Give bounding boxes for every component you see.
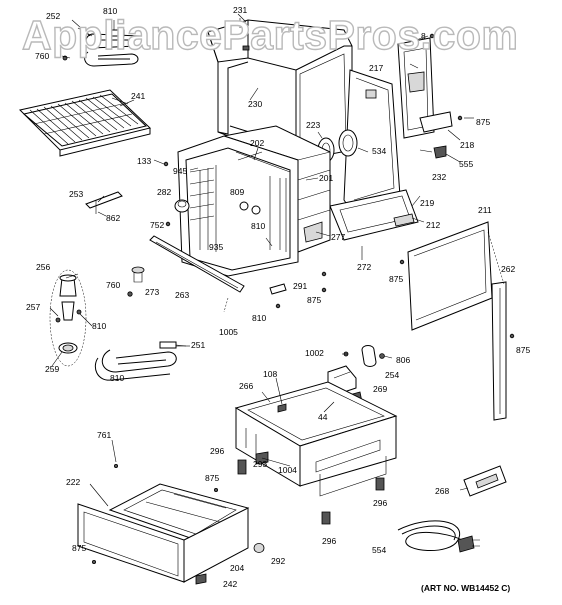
part-label-752: 752: [150, 220, 164, 230]
part-label-266: 266: [239, 381, 253, 391]
part-label-292: 292: [271, 556, 285, 566]
oven-rack-241: [19, 89, 152, 157]
part-label-809: 809: [230, 187, 244, 197]
part-label-259: 259: [45, 364, 59, 374]
fasteners-mid: [127, 259, 405, 309]
part-label-296-b: 296: [373, 498, 387, 508]
part-label-218: 218: [460, 140, 474, 150]
vent-bracket-217: [397, 33, 463, 159]
part-label-241: 241: [131, 91, 145, 101]
part-label-219: 219: [420, 198, 434, 208]
part-label-293: 293: [253, 459, 267, 469]
part-label-296-a: 296: [210, 446, 224, 456]
part-label-875-mid: 875: [389, 274, 403, 284]
part-label-1004: 1004: [278, 465, 297, 475]
part-label-875-d: 875: [205, 473, 219, 483]
part-number-labels: 252 810 760 231 8 217 241 230 875 218 22…: [26, 5, 530, 589]
part-label-257: 257: [26, 302, 40, 312]
light-assembly-256: [49, 269, 87, 367]
part-label-211: 211: [478, 205, 492, 215]
part-label-1005: 1005: [219, 327, 238, 337]
part-label-202: 202: [250, 138, 264, 148]
part-label-223: 223: [306, 120, 320, 130]
part-label-44: 44: [318, 412, 328, 422]
part-label-133: 133: [137, 156, 151, 166]
bake-element-251: [94, 341, 187, 381]
part-label-230: 230: [248, 99, 262, 109]
part-label-935: 935: [209, 242, 223, 252]
part-label-810-mid: 810: [251, 221, 265, 231]
misc-small-parts: [85, 161, 190, 227]
part-label-108: 108: [263, 369, 277, 379]
part-label-268: 268: [435, 486, 449, 496]
part-label-217: 217: [369, 63, 383, 73]
part-label-201: 201: [319, 173, 333, 183]
part-label-262: 262: [501, 264, 515, 274]
part-label-263: 263: [175, 290, 189, 300]
part-label-760-mid: 760: [106, 280, 120, 290]
part-label-945: 945: [173, 166, 187, 176]
part-label-760: 760: [35, 51, 49, 61]
oven-cavity-201: [177, 125, 331, 277]
leader-lines: [49, 13, 474, 507]
part-label-1002: 1002: [305, 348, 324, 358]
part-label-254: 254: [385, 370, 399, 380]
part-label-256: 256: [36, 262, 50, 272]
part-label-862: 862: [106, 213, 120, 223]
part-label-231: 231: [233, 5, 247, 15]
part-label-875-e: 875: [72, 543, 86, 553]
part-label-251: 251: [191, 340, 205, 350]
part-label-810-bake: 810: [110, 373, 124, 383]
part-label-761: 761: [97, 430, 111, 440]
part-label-253: 253: [69, 189, 83, 199]
part-label-252: 252: [46, 11, 60, 21]
part-label-222: 222: [66, 477, 80, 487]
part-label-291: 291: [293, 281, 307, 291]
part-label-806: 806: [396, 355, 410, 365]
part-label-810-light: 810: [92, 321, 106, 331]
part-label-277: 277: [331, 232, 345, 242]
back-panel-232: [317, 69, 401, 213]
part-label-296-c: 296: [322, 536, 336, 546]
part-label-204: 204: [230, 563, 244, 573]
part-label-875-c: 875: [307, 295, 321, 305]
part-label-8: 8: [421, 31, 426, 41]
site-watermark: AppliancePartsPros.com: [21, 11, 519, 58]
part-label-810: 810: [103, 6, 117, 16]
part-label-554: 554: [372, 545, 386, 555]
part-label-875-top: 875: [476, 117, 490, 127]
part-label-534: 534: [372, 146, 386, 156]
part-label-875-r: 875: [516, 345, 530, 355]
part-label-282: 282: [157, 187, 171, 197]
broil-element-252: [62, 20, 145, 67]
side-panel-211: [407, 221, 515, 421]
bottom-tray-219: [329, 189, 421, 241]
part-label-269: 269: [373, 384, 387, 394]
part-label-555: 555: [459, 159, 473, 169]
part-label-273: 273: [145, 287, 159, 297]
part-label-810-c: 810: [252, 313, 266, 323]
part-label-272: 272: [357, 262, 371, 272]
part-label-242: 242: [223, 579, 237, 589]
drawer-base-266: [234, 381, 398, 525]
warming-drawer-222: [77, 463, 265, 585]
part-label-232: 232: [432, 172, 446, 182]
rail-263: [149, 235, 245, 313]
power-cord-554: [397, 465, 507, 553]
part-label-212: 212: [426, 220, 440, 230]
art-number-credit: (ART NO. WB14452 C): [421, 583, 511, 593]
